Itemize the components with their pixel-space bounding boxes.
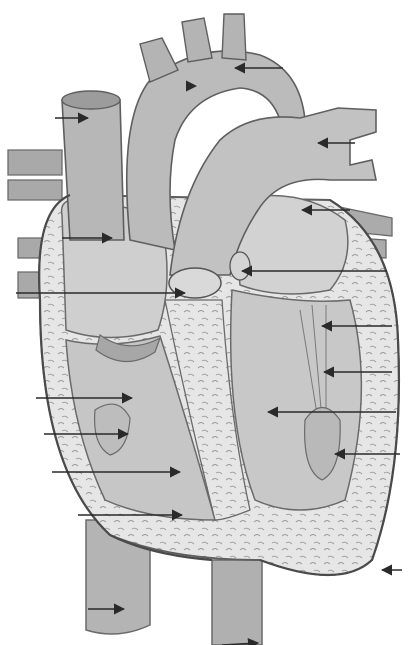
aortic-valve xyxy=(230,252,250,280)
left-ventricle xyxy=(231,290,362,510)
descending-aorta xyxy=(212,560,262,645)
superior-vena-cava xyxy=(62,100,124,240)
superior-vena-cava-opening xyxy=(62,91,120,109)
